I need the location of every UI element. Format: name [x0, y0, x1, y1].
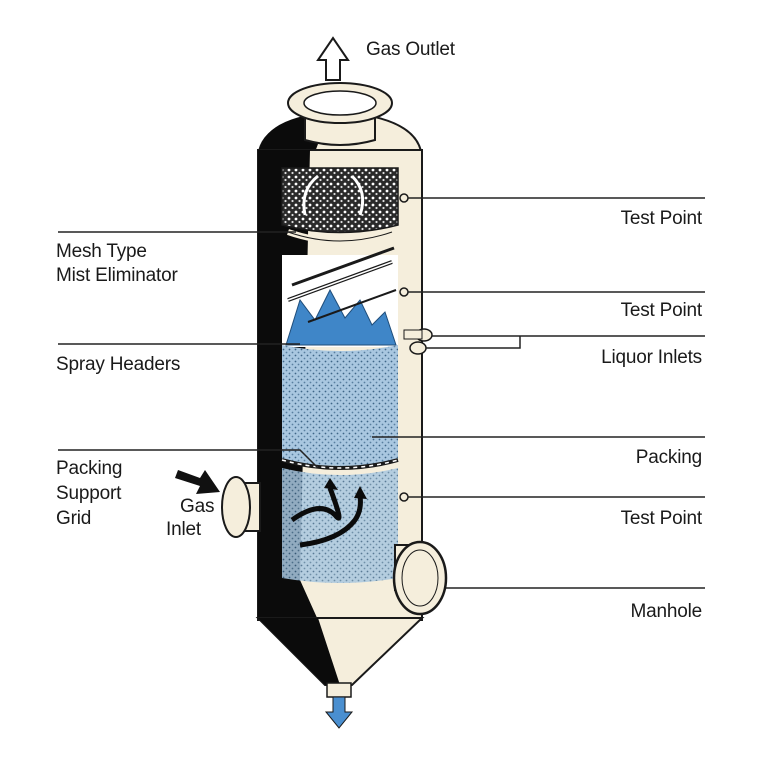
mist-flow-arrow-1 [302, 174, 319, 216]
mist-eliminator-mesh [281, 167, 399, 234]
label-packing-support-1: Packing [56, 458, 123, 479]
drain-nozzle [326, 682, 352, 698]
gas-flow-arrow-1 [290, 487, 342, 523]
label-manhole: Manhole [630, 601, 703, 622]
test-point-nub-top [399, 193, 409, 203]
label-mesh-type: Mesh Type [56, 241, 147, 262]
gas-inlet-zone [282, 468, 398, 583]
liquor-inlet-pipe-2 [409, 341, 427, 355]
spray-header-1-inner [287, 261, 393, 301]
manhole-cover [392, 540, 448, 616]
label-spray-headers: Spray Headers [56, 354, 181, 375]
spray-cones [285, 288, 397, 346]
label-test-point-top: Test Point [620, 208, 703, 229]
label-packing: Packing [635, 447, 702, 468]
label-liquor-inlets: Liquor Inlets [601, 347, 702, 368]
leader-support-grid [58, 449, 319, 469]
leader-lines [58, 197, 705, 589]
label-gas-inlet-1: Gas [180, 496, 215, 517]
label-mist-eliminator: Mist Eliminator [56, 265, 178, 286]
label-test-point-mid: Test Point [620, 300, 703, 321]
gas-inlet-flange [221, 476, 251, 538]
label-packing-support-3: Grid [56, 508, 92, 529]
spray-header-2 [291, 246, 395, 287]
gas-inlet-arrow [175, 470, 220, 494]
label-packing-support-2: Support [56, 483, 122, 504]
test-point-nub-low [399, 492, 409, 502]
leader-liquor-2 [426, 336, 521, 349]
gas-flow-arrow-2 [299, 495, 363, 548]
outlet-flange-opening [303, 90, 377, 116]
drain-arrow [324, 696, 354, 729]
label-gas-inlet-2: Inlet [166, 519, 201, 540]
label-test-point-low: Test Point [620, 508, 703, 529]
gas-outlet-arrow [316, 36, 350, 81]
mist-flow-arrow-2 [350, 174, 365, 216]
test-point-nub-mid [399, 287, 409, 297]
label-gas-outlet: Gas Outlet [366, 39, 455, 60]
spray-header-3 [307, 289, 397, 323]
bottom-cone-shadow [258, 618, 340, 685]
packing-bed [282, 345, 398, 466]
